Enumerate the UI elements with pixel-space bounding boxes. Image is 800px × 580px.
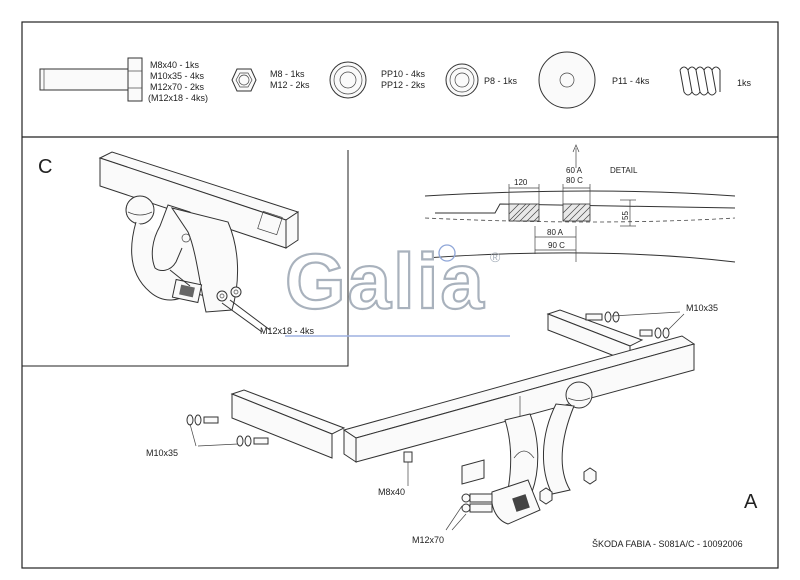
- fasteners-bottom: [403, 451, 597, 531]
- bolt-label-m10x35: M10x35 - 4ks: [150, 71, 205, 81]
- dim-120: 120: [514, 178, 528, 187]
- drawing-frame: [21, 21, 779, 569]
- dim-80a: 80 A: [547, 228, 564, 237]
- bolt-icon: [39, 57, 143, 102]
- detail-dimension-drawing: [424, 144, 736, 263]
- label-m10x35-right: M10x35: [686, 303, 718, 313]
- bolt-label-m12x18: (M12x18 - 4ks): [148, 93, 208, 103]
- logo-dot-icon: [438, 244, 456, 262]
- label-m8x40: M8x40: [378, 487, 405, 497]
- spring-icon: [679, 66, 721, 96]
- fasteners-left: [186, 414, 269, 447]
- label-m10x35-left: M10x35: [146, 448, 178, 458]
- detail-c-box: [22, 150, 349, 367]
- detail-title: DETAIL: [610, 166, 638, 175]
- galia-logo: Galia: [285, 237, 486, 325]
- logo-registered-mark: ®: [490, 249, 501, 265]
- bolt-label-m8x40: M8x40 - 1ks: [150, 60, 200, 70]
- main-view-letter: A: [744, 491, 758, 513]
- drawing-caption: ŠKODA FABIA - S081A/C - 10092006: [592, 539, 743, 549]
- dim-90c: 90 C: [548, 241, 565, 250]
- detail-c-hitch-drawing: [98, 151, 300, 333]
- detail-c-letter: C: [38, 156, 52, 178]
- nut-icon: [231, 68, 257, 92]
- main-hitch-drawing: [230, 309, 696, 525]
- nut-label-m8: M8 - 1ks: [270, 69, 305, 79]
- fasteners-right-top: [585, 311, 685, 339]
- dim-80c-top: 80 C: [566, 176, 583, 185]
- washer-p8-icon: [445, 63, 479, 97]
- label-m12x70: M12x70: [412, 535, 444, 545]
- bolt-label-m12x70: M12x70 - 2ks: [150, 82, 205, 92]
- washer-label-p8: P8 - 1ks: [484, 76, 518, 86]
- nut-label-m12: M12 - 2ks: [270, 80, 310, 90]
- washer-pp-icon: [329, 61, 367, 99]
- washer-label-pp12: PP12 - 2ks: [381, 80, 426, 90]
- washer-label-p11: P11 - 4ks: [612, 76, 650, 86]
- washer-p11-icon: [538, 51, 596, 109]
- spring-label: 1ks: [737, 78, 752, 88]
- washer-label-pp10: PP10 - 4ks: [381, 69, 426, 79]
- dim-60a: 60 A: [566, 166, 583, 175]
- dim-55: 55: [621, 211, 630, 220]
- detail-c-bolt-label: M12x18 - 4ks: [260, 326, 315, 336]
